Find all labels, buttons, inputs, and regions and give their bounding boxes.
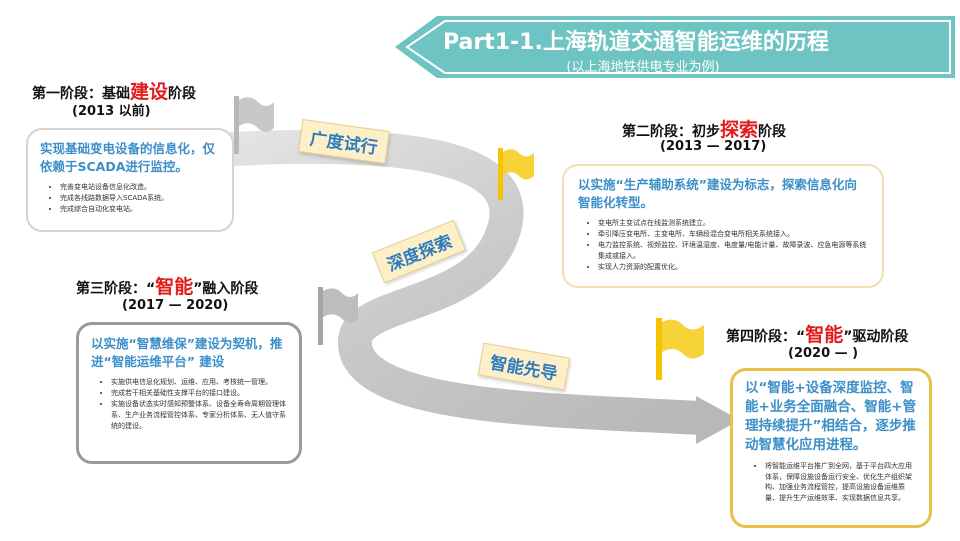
stage3-heading: 第三阶段：“智能”融入阶段 [76, 272, 258, 299]
stage4-box: 以“智能+设备深度监控、智能+业务全面融合、智能+管理持续提升”相结合，逐步推动… [730, 368, 932, 528]
list-item: 将智能运维平台推广到全网，基于平台四大应用体系，保障设施设备运行安全、优化生产组… [765, 461, 917, 503]
stage3-lead: 以实施“智慧维保”建设为契机，推进“智能运维平台” 建设 [91, 336, 283, 369]
list-item: 电力监控系统、视频监控、环境温湿度、电度量/电能计量、故障录波、应急电源等系统集… [598, 240, 868, 262]
stage1-prefix: 第一阶段：基础 [32, 86, 130, 102]
stage1-heading: 第一阶段：基础建设阶段 [32, 77, 196, 104]
stage2-lead: 以实施“生产辅助系统”建设为标志，探索信息化向智能化转型。 [578, 177, 857, 210]
list-item: 完善变电站设备信息化改造。 [60, 182, 220, 193]
list-item: 实现人力资源的配置优化。 [598, 262, 868, 273]
stage1-suffix: 阶段 [168, 86, 197, 102]
grey-flag-icon-2 [318, 287, 358, 345]
list-item: 变电所主变试点在线监测系统建立。 [598, 218, 868, 229]
stage3-list: 实施供电信息化规划、运维、应用、考核统一管理。 完成若干相关基础性支撑平台的接口… [91, 377, 287, 432]
stage2-box: 以实施“生产辅助系统”建设为标志，探索信息化向智能化转型。 变电所主变试点在线监… [562, 164, 884, 288]
stage1-keyword: 建设 [130, 81, 169, 103]
list-item: 实施设备状态实时感知预警体系、设备全寿命周期管理体系、生产业务流程管控体系、专家… [111, 399, 287, 432]
yellow-flag-icon [498, 148, 534, 200]
stage1-list: 完善变电站设备信息化改造。 完成各线路数据导入SCADA系统。 完成综合自动化变… [40, 182, 220, 215]
stage4-keyword: 智能 [805, 324, 844, 346]
list-item: 完成各线路数据导入SCADA系统。 [60, 193, 220, 204]
road-path [214, 129, 701, 435]
stage3-years: (2017 — 2020) [122, 298, 229, 313]
stage1-years: (2013 以前) [72, 104, 151, 119]
stage2-list: 变电所主变试点在线监测系统建立。 牵引降压变电所、主变电所、车辆段混合变电所相关… [578, 218, 868, 273]
page-title: Part1-1.上海轨道交通智能运维的历程 [443, 30, 829, 55]
title-banner: Part1-1.上海轨道交通智能运维的历程 (以上海地铁供电专业为例) [395, 16, 955, 78]
stage3-suffix: ”融入阶段 [193, 281, 259, 297]
stage4-heading: 第四阶段：“智能”驱动阶段 [726, 320, 908, 347]
list-item: 实施供电信息化规划、运维、应用、考核统一管理。 [111, 377, 287, 388]
yellow-flag-icon-2 [656, 318, 704, 380]
stage4-years: (2020 — ) [788, 346, 859, 361]
stage2-heading: 第二阶段：初步探索阶段 [622, 115, 786, 142]
stage2-years: (2013 — 2017) [660, 139, 767, 154]
banner-shape [395, 16, 955, 78]
stage2-prefix: 第二阶段：初步 [622, 124, 720, 140]
stage4-lead: 以“智能+设备深度监控、智能+业务全面融合、智能+管理持续提升”相结合，逐步推动… [745, 380, 917, 453]
stage3-keyword: 智能 [155, 276, 194, 298]
stage4-prefix: 第四阶段：“ [726, 329, 806, 345]
road-arrowhead [696, 396, 740, 444]
stage1-box: 实现基础变电设备的信息化，仅依赖于SCADA进行监控。 完善变电站设备信息化改造… [26, 128, 234, 232]
list-item: 完成综合自动化变电站。 [60, 204, 220, 215]
stage3-prefix: 第三阶段：“ [76, 281, 156, 297]
stage4-list: 将智能运维平台推广到全网，基于平台四大应用体系，保障设施设备运行安全、优化生产组… [745, 461, 917, 503]
grey-flag-icon [234, 96, 274, 154]
stage2-suffix: 阶段 [758, 124, 787, 140]
list-item: 牵引降压变电所、主变电所、车辆段混合变电所相关系统接入。 [598, 229, 868, 240]
page-subtitle: (以上海地铁供电专业为例) [566, 60, 720, 75]
stage2-keyword: 探索 [720, 119, 759, 141]
stage1-lead: 实现基础变电设备的信息化，仅依赖于SCADA进行监控。 [40, 141, 216, 174]
list-item: 完成若干相关基础性支撑平台的接口建设。 [111, 388, 287, 399]
stage3-box: 以实施“智慧维保”建设为契机，推进“智能运维平台” 建设 实施供电信息化规划、运… [76, 322, 302, 464]
stage4-suffix: ”驱动阶段 [843, 329, 909, 345]
